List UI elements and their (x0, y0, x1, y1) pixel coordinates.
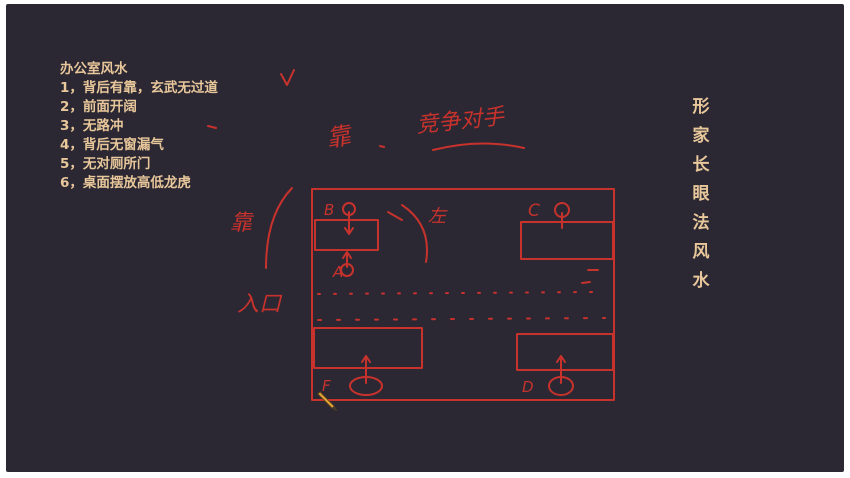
notes-item: 2，前面开阔 (60, 99, 137, 115)
title-char: 水 (692, 271, 710, 291)
room-outline (311, 188, 615, 401)
title-char: 长 (692, 155, 710, 175)
corridor-marks (581, 269, 599, 284)
handwriting-top-right: 竞争对手 (415, 104, 507, 138)
desk-label-d: D (522, 378, 534, 396)
notes-heading: 办公室风水 (60, 61, 128, 77)
handwriting-wall: 左 (428, 206, 448, 227)
handwriting-entrance: 入口 (237, 292, 283, 317)
desk-label-c: C (528, 201, 540, 221)
wall-curve (401, 204, 428, 263)
wall-stroke (387, 211, 403, 221)
vertical-title: 形 家 长 眼 法 风 水 (686, 93, 716, 296)
check-mark (280, 69, 295, 86)
arrow-f (361, 355, 371, 384)
arrow-b (344, 211, 354, 235)
dash-mark (207, 125, 217, 129)
backing-curve (265, 187, 293, 269)
desk-label-f: F (322, 377, 331, 395)
title-char: 眼 (692, 184, 710, 204)
desk-f (313, 327, 423, 369)
title-char: 家 (692, 126, 710, 146)
arrow-a (342, 251, 352, 268)
title-char: 法 (692, 213, 710, 233)
pencil-icon[interactable] (316, 388, 340, 412)
desk-label-b: B (324, 201, 334, 219)
notes-item: 5，无对厕所门 (60, 156, 151, 172)
title-char: 形 (692, 97, 710, 117)
notes-item: 1，背后有靠，玄武无过道 (60, 80, 218, 96)
office-fengshui-notes: 办公室风水 1，背后有靠，玄武无过道 2，前面开阔 3，无路冲 4，背后无窗漏气… (60, 60, 218, 193)
desk-d (516, 333, 614, 371)
notes-item: 6，桌面摆放高低龙虎 (60, 175, 191, 191)
corridor-line-upper (317, 291, 601, 295)
desk-c (520, 221, 614, 260)
desk-label-a: A (332, 263, 343, 281)
title-char: 风 (692, 242, 710, 262)
notes-item: 4，背后无窗漏气 (60, 137, 164, 153)
corridor-line-lower (317, 317, 606, 321)
handwriting-top-left: 靠 (324, 121, 355, 153)
desk-b (314, 219, 379, 251)
underline-curve (432, 142, 525, 151)
arrow-d (556, 355, 566, 384)
notes-item: 3，无路冲 (60, 118, 124, 134)
dot-mark (379, 145, 385, 148)
handwriting-left: 靠 (230, 211, 255, 236)
